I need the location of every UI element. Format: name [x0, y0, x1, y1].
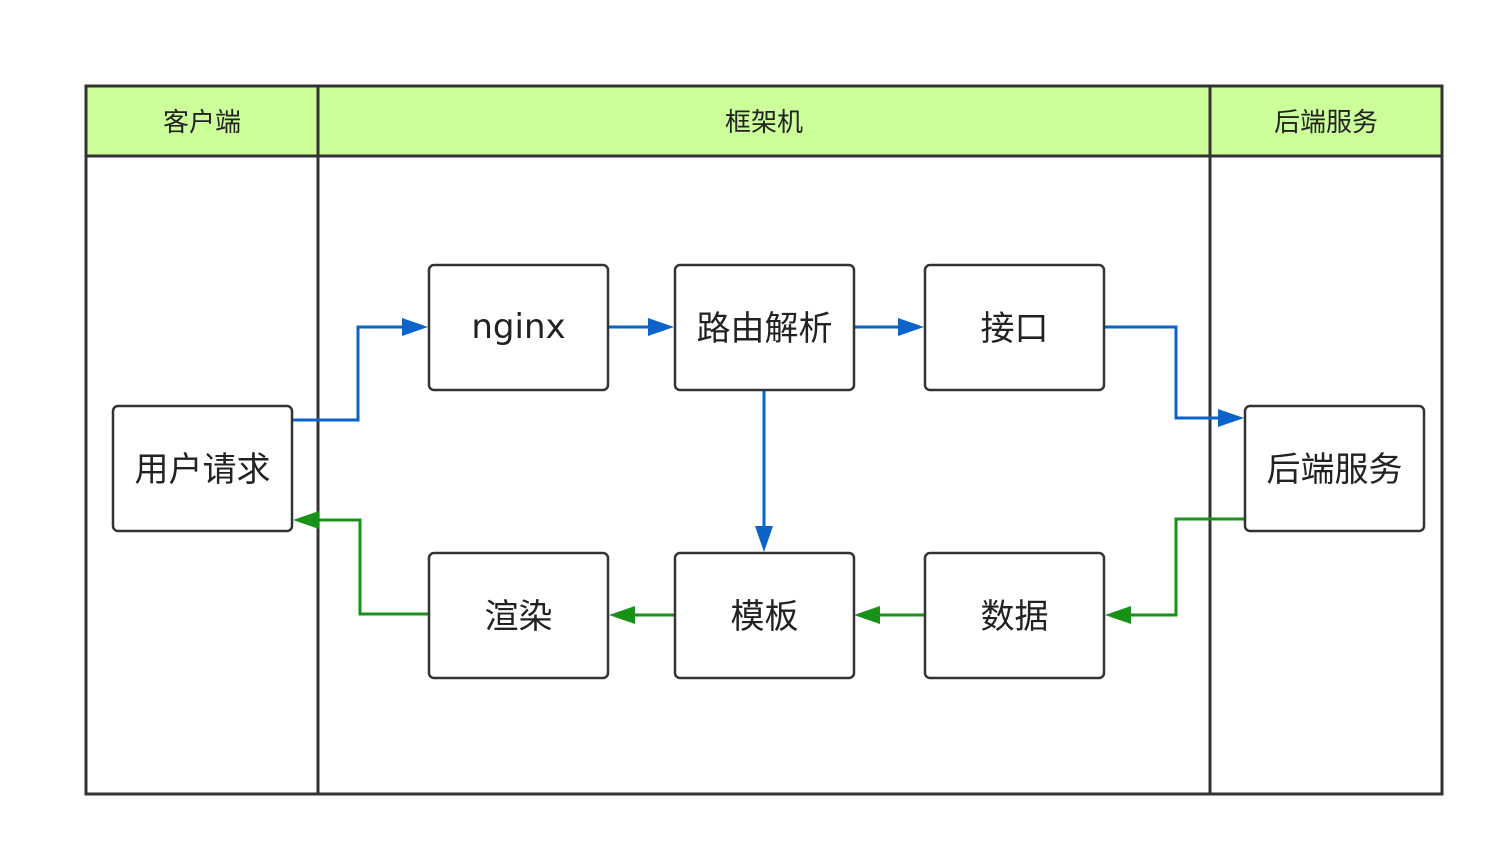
- node-route-parse: 路由解析: [673, 263, 856, 392]
- arrowhead-interface-to-backend-service: [1218, 409, 1244, 427]
- node-render-box: [427, 551, 610, 680]
- node-route-parse-box: [673, 263, 856, 392]
- lane-header-bar: [86, 86, 1442, 156]
- arrowhead-user-request-to-nginx: [402, 318, 428, 336]
- node-nginx: nginx: [427, 263, 610, 392]
- swimlane-frame: [84, 84, 1444, 796]
- node-interface-box: [923, 263, 1106, 392]
- node-data-box: [923, 551, 1106, 680]
- lane-title-client: 客户端: [163, 108, 241, 138]
- node-template-box: [673, 551, 856, 680]
- node-render: 渲染: [427, 551, 610, 680]
- node-backend-service-label: 后端服务: [1267, 450, 1403, 490]
- node-backend-service: 后端服务: [1243, 404, 1426, 533]
- node-user-request-box: [111, 404, 294, 533]
- lane-title-backend: 后端服务: [1274, 108, 1378, 138]
- lane-title-framework: 框架机: [725, 108, 803, 138]
- node-nginx-box: [427, 263, 610, 392]
- node-template: 模板: [673, 551, 856, 680]
- arrowhead-route-parse-to-interface: [898, 318, 924, 336]
- node-template-label: 模板: [731, 597, 799, 637]
- node-route-parse-label: 路由解析: [697, 309, 833, 349]
- node-backend-service-box: [1243, 404, 1426, 533]
- node-data: 数据: [923, 551, 1106, 680]
- node-data-label: 数据: [981, 597, 1049, 637]
- arrowhead-render-to-user-request: [293, 511, 319, 529]
- arrowhead-template-to-render: [609, 606, 635, 624]
- node-interface-label: 接口: [981, 309, 1049, 349]
- edge-user-request-to-nginx: [292, 325, 404, 422]
- edge-interface-to-backend-service: [1104, 325, 1220, 420]
- edge-render-to-user-request: [318, 518, 429, 616]
- node-nginx-label: nginx: [471, 307, 565, 347]
- node-user-request: 用户请求: [111, 404, 294, 533]
- node-interface: 接口: [923, 263, 1106, 392]
- arrowhead-data-to-template: [854, 606, 880, 624]
- edge-backend-service-to-data: [1130, 517, 1244, 617]
- arrowhead-route-parse-to-template: [755, 526, 773, 552]
- arrowhead-nginx-to-route-parse: [648, 318, 674, 336]
- node-user-request-label: 用户请求: [135, 450, 271, 490]
- node-render-label: 渲染: [485, 597, 553, 637]
- arrowhead-backend-service-to-data: [1105, 606, 1131, 624]
